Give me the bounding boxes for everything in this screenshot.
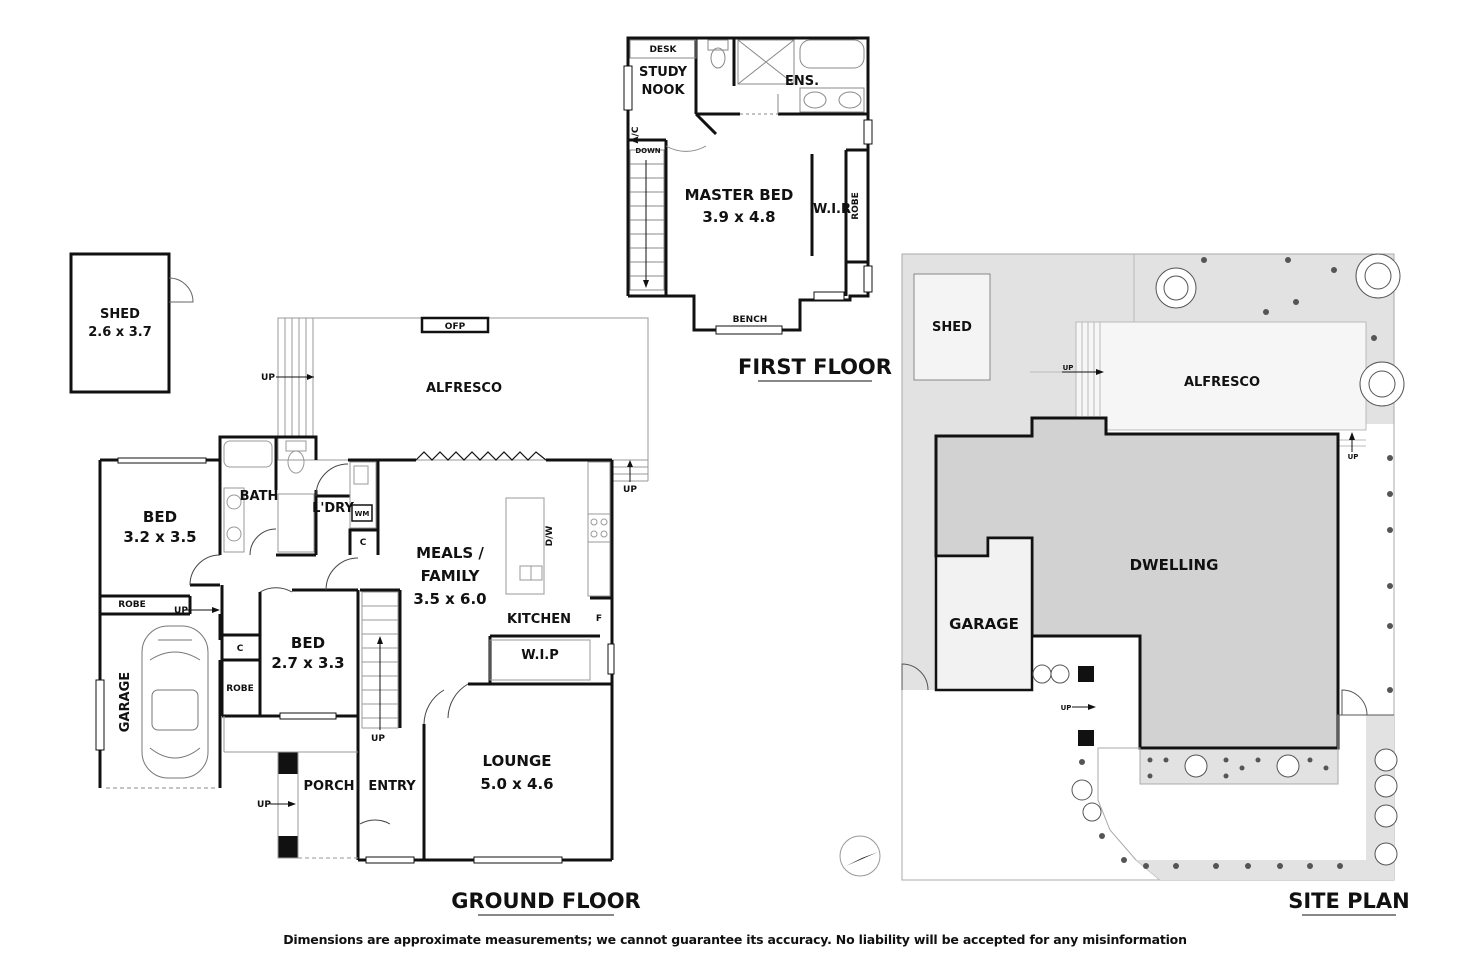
wir-label: W.I.R <box>813 202 851 217</box>
wm-label: WM <box>355 510 370 518</box>
bed1-robe-label: ROBE <box>118 600 146 610</box>
site-plan: UP UP UP <box>839 253 1410 916</box>
shed-label: SHED <box>100 307 140 322</box>
bench-label: BENCH <box>733 315 768 325</box>
north-arrow-icon <box>839 835 881 877</box>
garage-up-label: UP <box>174 606 188 616</box>
fridge-label: F <box>596 614 602 624</box>
master-bed-dimension: 3.9 x 4.8 <box>702 208 775 226</box>
bath-label: BATH <box>240 489 279 504</box>
alfresco-label: ALFRESCO <box>426 381 502 396</box>
kitchen-up-label: UP <box>623 485 637 495</box>
laundry-label: L'DRY <box>312 501 354 516</box>
dishwasher-label: D/W <box>545 526 555 547</box>
site-alfresco-up-label: UP <box>1063 364 1074 372</box>
nook-label: NOOK <box>641 83 685 98</box>
ofp-label: OFP <box>445 322 466 332</box>
family-label: FAMILY <box>421 567 481 585</box>
lounge-label: LOUNGE <box>482 752 551 770</box>
bed1-label: BED <box>143 508 177 526</box>
site-plan-title: SITE PLAN <box>1288 889 1410 913</box>
bed2-robe-label: ROBE <box>226 684 254 694</box>
entry-label: ENTRY <box>368 779 416 794</box>
master-robe-label: ROBE <box>851 192 861 220</box>
bed2-label: BED <box>291 634 325 652</box>
meals-dimension: 3.5 x 6.0 <box>413 590 486 608</box>
shed-detached: SHED 2.6 x 3.7 <box>69 252 194 394</box>
site-path-up-label: UP <box>1061 704 1072 712</box>
car-icon <box>141 625 209 779</box>
lounge-dimension: 5.0 x 4.6 <box>480 775 553 793</box>
disclaimer-text: Dimensions are approximate measurements;… <box>283 932 1187 947</box>
ground-floor-plan: OFP ALFRESCO UP UP <box>95 316 649 916</box>
bed1-dimension: 3.2 x 3.5 <box>123 528 196 546</box>
site-dwelling-label: DWELLING <box>1130 556 1219 574</box>
desk-label: DESK <box>649 45 677 55</box>
site-garage-label: GARAGE <box>949 615 1019 633</box>
first-floor-title: FIRST FLOOR <box>738 355 892 379</box>
study-label: STUDY <box>639 65 688 80</box>
porch-label: PORCH <box>303 779 354 794</box>
kitchen-label: KITCHEN <box>507 612 571 627</box>
master-bed-label: MASTER BED <box>685 186 794 204</box>
ac-label: A/C <box>631 126 641 143</box>
stairs-up-label: UP <box>371 734 385 744</box>
bed2-dimension: 2.7 x 3.3 <box>271 654 344 672</box>
hall-cupboard-label: C <box>237 644 244 654</box>
wip-label: W.I.P <box>521 648 559 663</box>
down-label: DOWN <box>635 147 660 155</box>
porch-up-label: UP <box>257 800 271 810</box>
shed-dimension: 2.6 x 3.7 <box>88 325 152 340</box>
site-side-up-label: UP <box>1348 453 1359 461</box>
site-alfresco-label: ALFRESCO <box>1184 375 1260 390</box>
laundry-cupboard-label: C <box>360 538 367 548</box>
garage-label: GARAGE <box>118 672 133 732</box>
meals-label: MEALS / <box>416 544 484 562</box>
first-floor-plan: DESK STUDY NOOK ENS. A/C DOWN MASTER BED… <box>623 36 892 382</box>
ground-floor-title: GROUND FLOOR <box>451 889 640 913</box>
site-shed-label: SHED <box>932 320 972 335</box>
ensuite-label: ENS. <box>785 74 819 89</box>
alfresco-up-label: UP <box>261 373 275 383</box>
